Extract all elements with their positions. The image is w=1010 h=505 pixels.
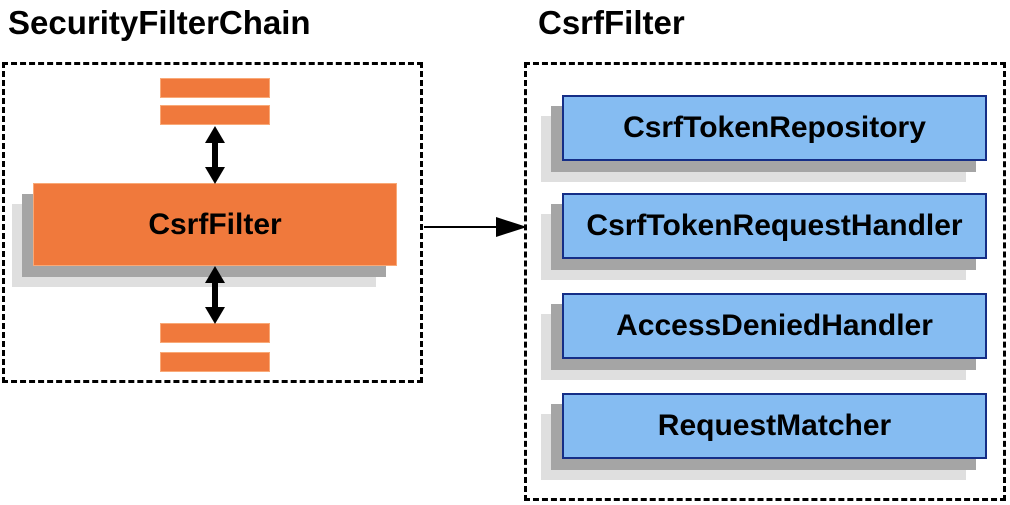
filter-placeholder-bar: [160, 352, 270, 372]
component-label: RequestMatcher: [657, 409, 892, 442]
security-filter-chain-title: SecurityFilterChain: [8, 4, 311, 41]
component-box-request-matcher: RequestMatcher: [562, 393, 987, 459]
double-arrow-icon: [205, 266, 225, 324]
csrf-filter-container: [524, 62, 1006, 501]
double-arrow-icon: [205, 126, 225, 184]
component-label: CsrfTokenRepository: [623, 111, 926, 144]
component-label: AccessDeniedHandler: [616, 309, 933, 342]
component-box-csrf-token-request-handler: CsrfTokenRequestHandler: [562, 193, 987, 259]
filter-placeholder-bar: [160, 105, 270, 125]
filter-placeholder-bar: [160, 323, 270, 343]
csrf-filter-box: CsrfFilter: [33, 183, 397, 266]
component-box-csrf-token-repository: CsrfTokenRepository: [562, 95, 987, 161]
component-label: CsrfTokenRequestHandler: [586, 209, 963, 242]
filter-placeholder-bar: [160, 78, 270, 98]
csrf-filter-box-label: CsrfFilter: [148, 207, 282, 241]
csrf-filter-title: CsrfFilter: [538, 4, 685, 41]
flow-arrow-icon: [424, 217, 527, 237]
component-box-access-denied-handler: AccessDeniedHandler: [562, 293, 987, 359]
security-filter-chain-container: [2, 62, 423, 383]
